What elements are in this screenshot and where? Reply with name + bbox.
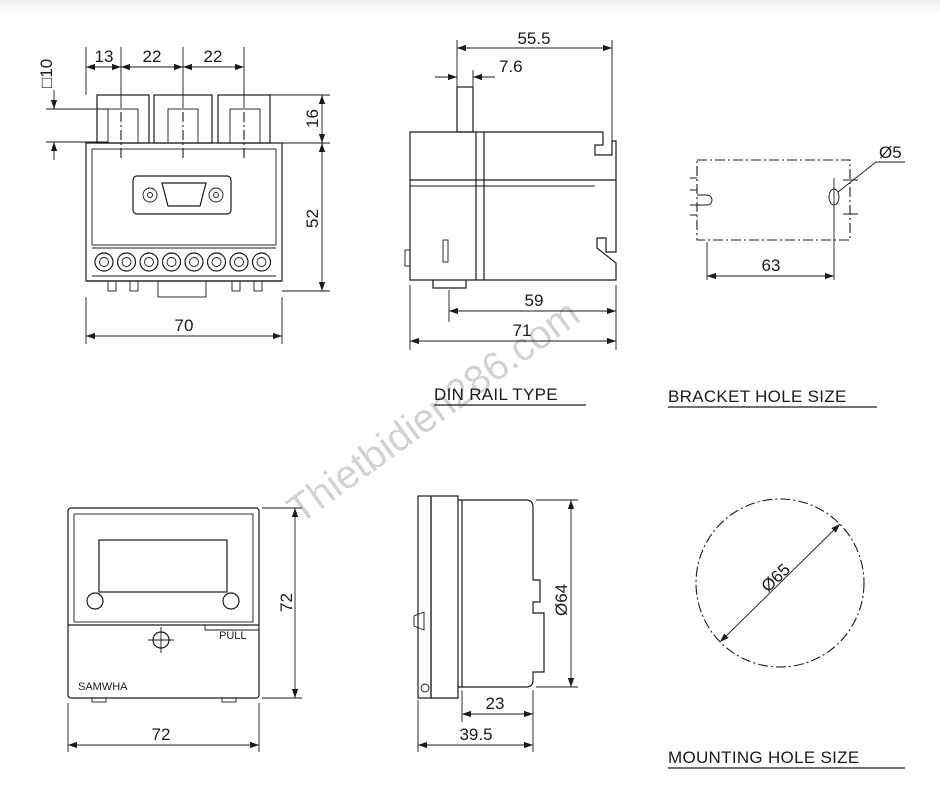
dim-mounting-hole-dia: Ø65 bbox=[758, 560, 794, 596]
terminal-screw bbox=[229, 252, 249, 272]
terminal-screw-head bbox=[121, 257, 132, 267]
dim-pitch-1: 13 bbox=[95, 47, 114, 66]
terminal-screw bbox=[116, 252, 137, 272]
dim-side-depth-total: 39.5 bbox=[459, 725, 492, 744]
panel-front-view: PULL SAMWHA 72 72 bbox=[67, 507, 302, 752]
terminal-screw bbox=[139, 252, 159, 272]
dim-square: □10 bbox=[37, 59, 56, 88]
dim-height: 52 bbox=[303, 209, 322, 228]
terminal-screw-head bbox=[99, 257, 109, 267]
terminal-screw-head bbox=[211, 257, 222, 267]
brand-label: SAMWHA bbox=[78, 681, 128, 693]
dim-bracket-hole-dia: Ø5 bbox=[879, 143, 902, 162]
panel-side-view: Ø64 23 39.5 bbox=[413, 495, 578, 752]
dim-depth-total: 71 bbox=[513, 321, 532, 340]
mounting-view: Ø65 MOUNTING HOLE SIZE bbox=[668, 498, 905, 769]
dim-side-diameter: Ø64 bbox=[552, 584, 571, 616]
terminal-screw-head bbox=[234, 257, 244, 267]
terminal-screw-head bbox=[189, 257, 199, 267]
dim-terminal-height: 16 bbox=[303, 109, 322, 128]
dim-width: 70 bbox=[175, 316, 194, 335]
dim-panel-height: 72 bbox=[277, 593, 296, 612]
top-shadow-bar bbox=[0, 0, 940, 14]
caption-din-rail: DIN RAIL TYPE bbox=[434, 385, 558, 404]
bracket-view: 63 Ø5 BRACKET HOLE SIZE bbox=[668, 143, 905, 408]
dim-panel-width: 72 bbox=[152, 725, 171, 744]
terminal-screw bbox=[184, 252, 204, 272]
terminal-screw bbox=[206, 252, 227, 272]
dim-hole-spacing: 63 bbox=[762, 256, 781, 275]
front-view: 13 22 22 □10 16 52 70 bbox=[37, 47, 330, 344]
dim-pitch-2: 22 bbox=[143, 47, 162, 66]
terminal-screw bbox=[161, 252, 182, 272]
terminal-screw-head bbox=[144, 257, 154, 267]
caption-mounting: MOUNTING HOLE SIZE bbox=[668, 748, 859, 767]
dim-side-depth-inner: 23 bbox=[486, 694, 505, 713]
dim-depth-mid: 59 bbox=[525, 291, 544, 310]
terminal-screw-head bbox=[166, 257, 177, 267]
terminal-screw-head bbox=[256, 257, 267, 267]
dim-rail-offset: 7.6 bbox=[499, 57, 523, 76]
din-rail-view: 55.5 7.6 59 71 DIN RAIL TYPE bbox=[404, 29, 617, 406]
terminal-screw bbox=[94, 252, 114, 272]
dim-pitch-3: 22 bbox=[204, 47, 223, 66]
pull-label: PULL bbox=[219, 630, 247, 642]
dim-depth-top: 55.5 bbox=[517, 29, 550, 48]
caption-bracket: BRACKET HOLE SIZE bbox=[668, 387, 847, 406]
terminal-screw bbox=[251, 252, 272, 272]
